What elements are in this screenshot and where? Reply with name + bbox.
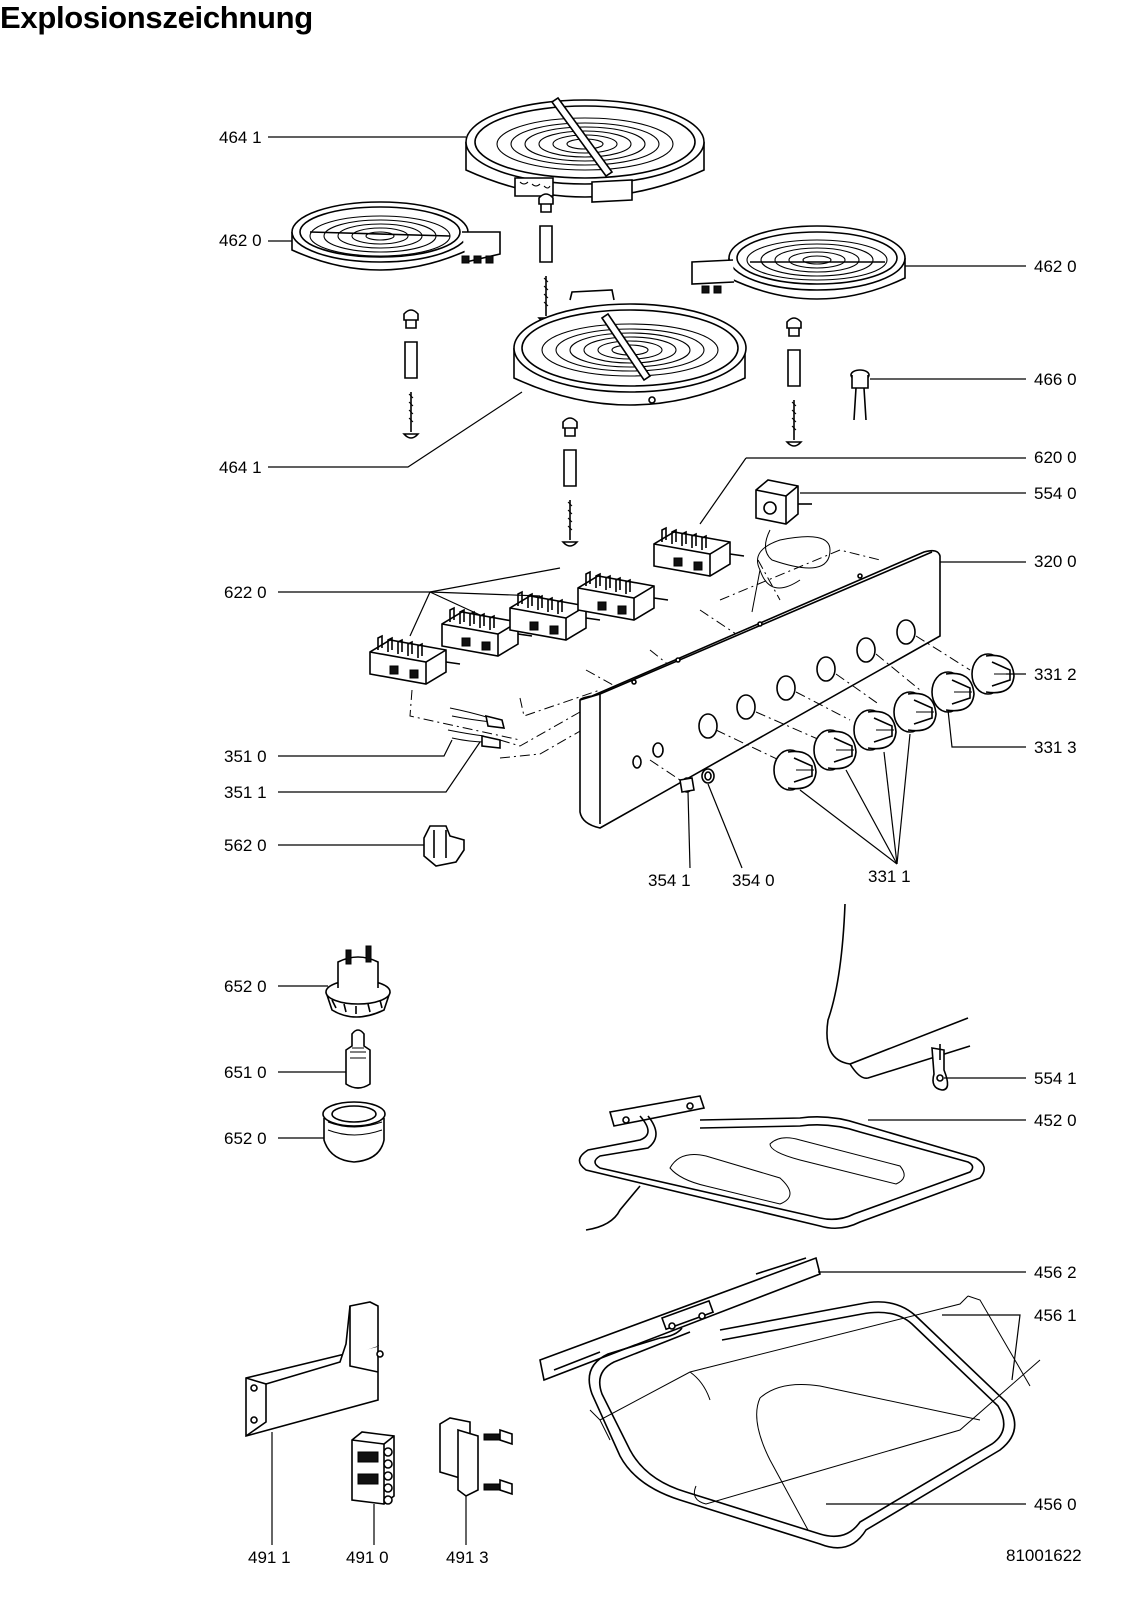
hotplate-switch-4 — [577, 571, 669, 621]
label-491-3: 491 3 — [446, 1548, 489, 1567]
label-456-1: 456 1 — [1034, 1306, 1077, 1325]
hotplate-left-fixing-screw — [403, 309, 419, 439]
knob-1 — [773, 749, 817, 791]
hotplate-front-center-fixing-screw — [562, 417, 578, 547]
signal-lamp-354-0 — [702, 769, 714, 783]
thermostat-sensor — [827, 904, 970, 1090]
hotplate-left — [292, 202, 500, 270]
hotplate-right — [692, 226, 905, 299]
label-620-0: 620 0 — [1034, 448, 1077, 467]
label-354-1: 354 1 — [648, 871, 691, 890]
label-466-0: 466 0 — [1034, 370, 1077, 389]
label-462-0-left: 462 0 — [219, 231, 262, 250]
label-491-1: 491 1 — [248, 1548, 291, 1567]
label-331-3: 331 3 — [1034, 738, 1077, 757]
label-462-0-right: 462 0 — [1034, 257, 1077, 276]
label-652-0-top: 652 0 — [224, 977, 267, 996]
label-554-1: 554 1 — [1034, 1069, 1077, 1088]
label-491-0: 491 0 — [346, 1548, 389, 1567]
signal-lamp-354-1 — [680, 778, 694, 792]
knob-4 — [893, 691, 937, 733]
label-456-0: 456 0 — [1034, 1495, 1077, 1514]
cable-clip — [424, 826, 464, 866]
oven-function-switch — [653, 527, 745, 577]
mains-terminal-block — [352, 1432, 394, 1504]
label-464-1-top: 464 1 — [219, 128, 262, 147]
grill-heating-element — [579, 1096, 984, 1230]
label-331-1: 331 1 — [868, 867, 911, 886]
hotplate-top-center — [466, 98, 704, 202]
drawing-number: 81001622 — [1006, 1546, 1082, 1565]
oven-thermostat — [752, 480, 830, 612]
label-622-0: 622 0 — [224, 583, 267, 602]
page-title: Explosionszeichnung — [0, 0, 313, 35]
leader-lines — [268, 137, 1026, 1545]
terminal-block-bracket — [246, 1302, 383, 1436]
label-331-2: 331 2 — [1034, 665, 1077, 684]
label-651-0: 651 0 — [224, 1063, 267, 1082]
hotplate-front-center — [514, 290, 746, 405]
control-panel — [580, 551, 940, 828]
label-351-0: 351 0 — [224, 747, 267, 766]
oven-lamp-cover — [323, 1102, 385, 1162]
knob-3 — [853, 709, 897, 751]
oven-lamp-socket — [326, 946, 390, 1017]
cable-strain-relief — [440, 1418, 512, 1496]
bottom-heating-element-bracket — [540, 1258, 820, 1380]
wire-terminals — [448, 708, 504, 748]
indicator-lamp — [851, 370, 869, 420]
label-456-2: 456 2 — [1034, 1263, 1077, 1282]
label-562-0: 562 0 — [224, 836, 267, 855]
hotplate-right-fixing-screw — [786, 317, 802, 447]
label-464-1-bottom: 464 1 — [219, 458, 262, 477]
oven-lamp-bulb — [346, 1030, 370, 1088]
label-652-0-bottom: 652 0 — [224, 1129, 267, 1148]
knob-2 — [813, 729, 857, 771]
label-354-0: 354 0 — [732, 871, 775, 890]
hotplate-top-center-fixing-screw — [538, 193, 554, 323]
label-554-0: 554 0 — [1034, 484, 1077, 503]
knob-oven-331-3 — [931, 671, 975, 713]
label-320-0: 320 0 — [1034, 552, 1077, 571]
label-351-1: 351 1 — [224, 783, 267, 802]
bottom-heating-element — [589, 1296, 1040, 1548]
label-452-0: 452 0 — [1034, 1111, 1077, 1130]
